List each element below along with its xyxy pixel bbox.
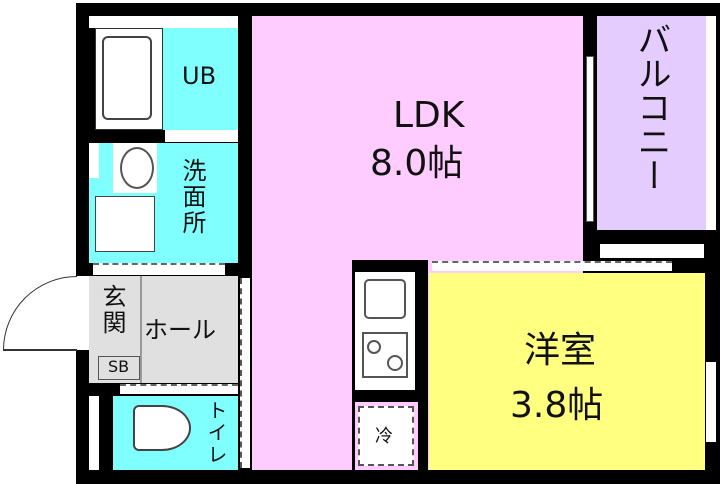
side-window [89,143,99,178]
ub-label: UB [182,62,217,90]
washroom-label: 洗面所 [178,158,206,236]
western-room [429,273,705,470]
fridge-label: 冷 [375,426,393,447]
balcony-strip [600,244,704,258]
western-room-door[interactable] [432,261,672,271]
burner-icon [367,340,381,354]
washroom-door[interactable] [93,263,225,275]
toilet-label: トイレ [204,400,228,466]
toilet-door[interactable] [120,384,238,394]
entrance-door-opening [76,276,89,350]
ub-door[interactable] [165,130,238,142]
toilet-bowl-icon [133,405,191,451]
entrance-label: 玄関 [98,284,126,336]
ldk-size: 8.0帖 [370,143,464,184]
western-room-label: 洋室 [524,330,597,371]
balcony-window[interactable] [586,56,594,222]
kitchen-sink-icon [364,279,406,319]
sink-basin-icon [120,147,154,189]
entrance-divider [140,276,142,383]
entrance-door-swing-mask [3,349,77,351]
shoebox-label: SB [108,357,130,376]
stove-icon [362,332,408,378]
washing-machine [95,196,155,252]
fridge [358,406,414,466]
shoebox [98,356,140,380]
hall-label: ホール [144,316,216,344]
ub-top-strip [89,16,238,28]
toilet-window [89,396,99,470]
balcony-label: バルコニー [631,22,671,192]
western-room-size: 3.8帖 [510,385,604,426]
bathtub-inner [102,36,152,120]
balcony-railing [706,16,716,230]
hall-ldk-door[interactable] [240,278,250,468]
hall [89,276,238,383]
western-room-window[interactable] [706,362,716,442]
burner-icon [387,355,403,371]
balcony [597,16,706,230]
ldk-label: LDK [393,95,465,136]
